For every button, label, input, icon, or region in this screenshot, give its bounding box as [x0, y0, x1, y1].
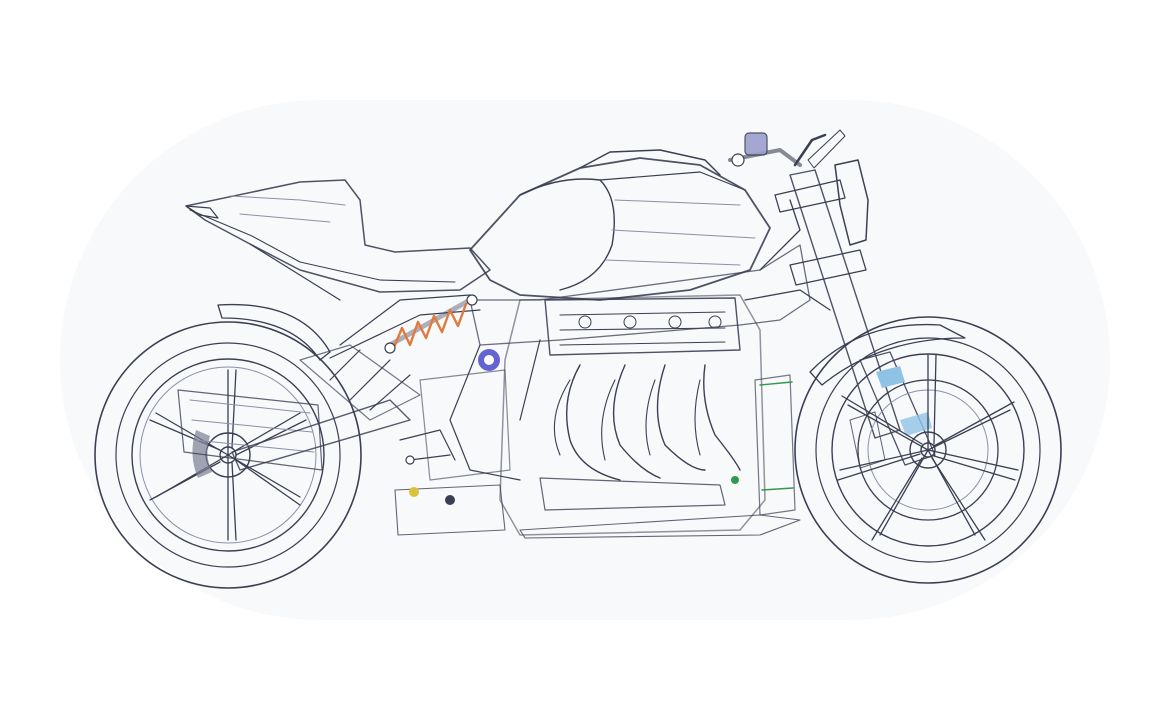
- footpeg-bracket: [399, 429, 456, 465]
- front-tire-inner: [815, 337, 1041, 563]
- cylinder-head: [544, 297, 741, 356]
- upper-triple-clamp: [774, 179, 846, 213]
- rear-tire-outer: [94, 321, 362, 589]
- tail-section: [185, 179, 491, 293]
- front-tire-outer: [794, 316, 1062, 584]
- exhaust-muffler: [177, 389, 323, 471]
- front-brake-caliper: [849, 411, 886, 469]
- rear-fender: [217, 303, 331, 361]
- belly-pan: [519, 514, 801, 539]
- rear-shock: [384, 294, 478, 354]
- swingarm: [231, 344, 421, 471]
- fork-upper-tube: [789, 169, 901, 439]
- oil-filter: [445, 495, 455, 505]
- radiator: [754, 374, 796, 516]
- subframe: [249, 243, 481, 359]
- rear-rim: [131, 358, 325, 552]
- front-rim: [831, 353, 1025, 547]
- mirror: [807, 129, 846, 169]
- tail-light: [185, 205, 219, 219]
- rear-wheel-spokes: [149, 369, 307, 541]
- backdrop-wash: [60, 100, 1110, 620]
- oil-sump: [394, 484, 506, 536]
- side-stand-bolt: [731, 476, 739, 484]
- front-fender: [809, 323, 966, 386]
- front-fork: [774, 169, 936, 466]
- rear-tire-inner: [115, 342, 341, 568]
- front-wheel: [794, 316, 1062, 584]
- front-hub: [909, 431, 947, 469]
- cam-cover-bolts: [578, 315, 722, 329]
- rear-rim-inner: [139, 366, 317, 544]
- engine-block: [499, 294, 766, 536]
- fork-band: [876, 366, 905, 388]
- handlebar: [728, 132, 827, 167]
- exhaust-collector: [539, 477, 726, 511]
- drain-plug: [409, 487, 419, 497]
- main-frame: [449, 199, 831, 481]
- rear-wheel: [94, 321, 362, 589]
- fork-clamp: [900, 412, 932, 436]
- rear-axle: [219, 446, 237, 464]
- lower-triple-clamp: [789, 249, 867, 286]
- front-axle: [920, 442, 936, 458]
- headlight: [834, 159, 869, 246]
- fork-lower-leg: [859, 351, 936, 466]
- fuel-tank: [469, 149, 771, 301]
- engine: [394, 294, 801, 539]
- rear-shock-spring: [393, 302, 468, 347]
- exhaust-headers: [553, 364, 741, 481]
